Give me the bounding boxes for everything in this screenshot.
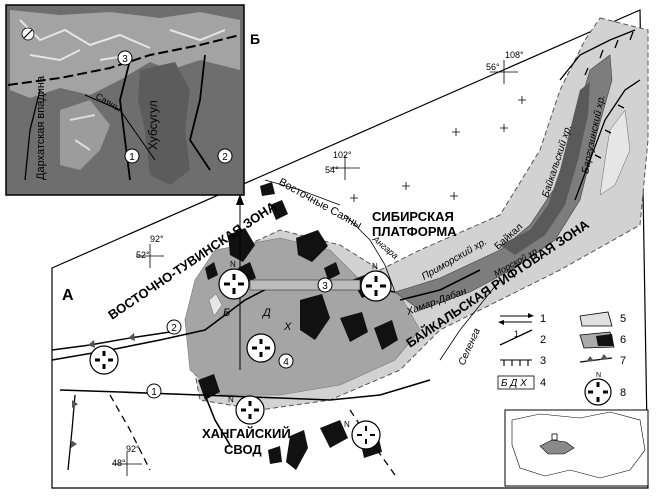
svg-text:N: N [596, 372, 601, 379]
coord-92-52: 92° 52° [136, 234, 164, 268]
legend-item-8: N 8 [584, 372, 626, 406]
svg-text:2: 2 [540, 334, 546, 346]
coord-102-54: 102° 54° [325, 150, 360, 180]
coord-92-48: 92° 48° [112, 444, 142, 476]
lake-baikal [500, 82, 590, 255]
selenga-river [439, 279, 501, 361]
svg-text:Б Д Х: Б Д Х [501, 378, 527, 389]
inset-markers: 1 2 3 [117, 50, 233, 164]
legend-item-6: 6 [579, 331, 626, 349]
inset-marker-1 [124, 148, 140, 164]
fault-number-4: 4 [283, 357, 289, 368]
svg-text:7: 7 [620, 355, 626, 367]
fault-numbers: 2 1 3 4 [146, 277, 333, 399]
east-sayan-line [264, 179, 341, 206]
svg-text:5: 5 [620, 313, 626, 325]
zone-siberian-2: ПЛАТФОРМА [372, 224, 457, 239]
inset-marker-3 [117, 50, 133, 66]
zone-siberian-1: СИБИРСКАЯ [372, 209, 454, 224]
svg-text:108°: 108° [505, 50, 524, 60]
svg-text:56°: 56° [486, 62, 500, 72]
svg-text:Д: Д [261, 307, 271, 319]
zone-khangai-1: ХАНГАЙСКИЙ [202, 426, 291, 441]
svg-text:6: 6 [620, 334, 626, 346]
svg-text:3: 3 [540, 355, 546, 367]
basin-letters: Б Д Х [223, 307, 292, 333]
coord-108-56: 108° 56° [486, 50, 524, 84]
inset-label-khubsugul: Хубсугул [146, 100, 160, 150]
svg-text:N: N [230, 260, 236, 269]
svg-text:1: 1 [540, 313, 546, 325]
svg-text:N: N [228, 395, 234, 404]
svg-text:92°: 92° [150, 234, 164, 244]
svg-text:Х: Х [283, 321, 292, 333]
svg-text:Б: Б [223, 307, 230, 319]
svg-text:54°: 54° [325, 165, 339, 175]
legend-item-1: 1 [498, 313, 546, 325]
fault-number-1: 1 [151, 387, 157, 398]
zone-khangai-2: СВОД [224, 442, 262, 457]
inset-marker-2-label: 2 [222, 152, 228, 163]
inset-label-darkhat: Дархатская впадина [35, 75, 47, 180]
panel-label-a: А [62, 287, 74, 304]
svg-text:4: 4 [540, 377, 546, 389]
angara-river [344, 214, 396, 293]
legend-item-4: Б Д Х 4 [497, 375, 546, 390]
svg-text:48°: 48° [112, 458, 126, 468]
inset-marker-1-label: 1 [129, 152, 135, 163]
svg-text:8: 8 [620, 387, 626, 399]
thrust-faults [51, 331, 171, 471]
normal-faults [559, 29, 641, 201]
fault-number-3: 3 [322, 281, 328, 292]
panel-label-b: Б [250, 31, 260, 47]
svg-text:N: N [344, 420, 350, 429]
svg-text:1: 1 [514, 329, 519, 339]
light-area-1 [208, 293, 223, 317]
legend-item-2: 1 2 [499, 329, 546, 346]
legend-item-7: 7 [579, 354, 626, 367]
legend-item-5: 5 [579, 311, 626, 327]
svg-text:92°: 92° [126, 444, 140, 454]
platform-plus-marks [350, 96, 526, 202]
inset-marker-3-label: 3 [122, 54, 128, 65]
svg-text:102°: 102° [333, 150, 352, 160]
stress-circles: N N N N [89, 260, 392, 450]
light-area-barguzin [599, 109, 631, 196]
locator-map [504, 409, 649, 487]
fault-number-2: 2 [171, 323, 177, 334]
svg-text:N: N [372, 262, 378, 271]
svg-text:52°: 52° [136, 250, 150, 260]
legend: 1 1 2 3 Б Д Х 4 5 6 7 [497, 311, 626, 406]
inset-marker-2 [217, 148, 233, 164]
legend-item-3: 3 [500, 355, 546, 367]
